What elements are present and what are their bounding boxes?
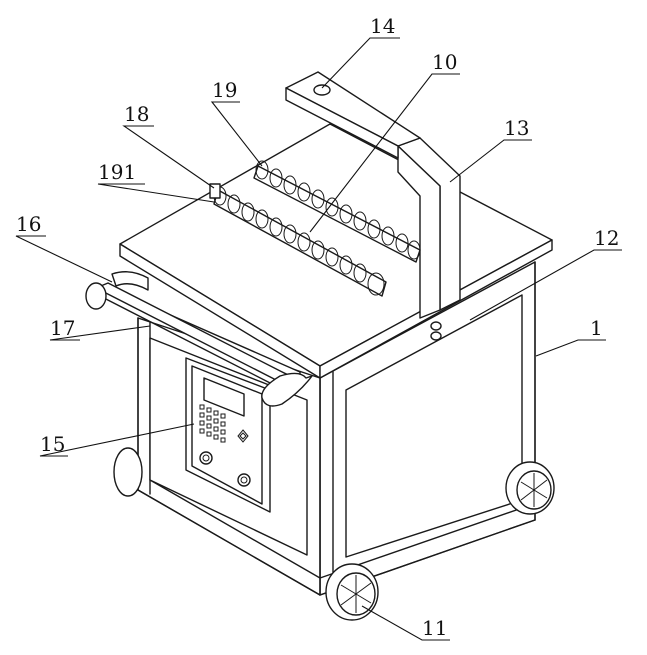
svg-text:19: 19 xyxy=(212,78,237,102)
label-11: 11 xyxy=(422,616,447,640)
label-14: 14 xyxy=(370,14,395,38)
handle-bar xyxy=(85,271,313,407)
knob-right xyxy=(237,473,251,487)
leader-lines xyxy=(15,37,622,641)
hinge xyxy=(430,321,442,341)
label-19: 19 xyxy=(212,78,237,102)
label-1: 1 xyxy=(590,316,603,340)
display-screen xyxy=(203,377,245,417)
direction-pad xyxy=(237,429,249,443)
roller-bearing xyxy=(209,183,221,199)
svg-text:15: 15 xyxy=(40,432,65,456)
label-13: 13 xyxy=(504,116,529,140)
svg-text:12: 12 xyxy=(594,226,619,250)
svg-text:10: 10 xyxy=(432,50,457,74)
svg-text:191: 191 xyxy=(98,160,136,184)
label-10: 10 xyxy=(432,50,457,74)
roller-back xyxy=(253,160,421,263)
arm-hole xyxy=(313,84,331,96)
label-12: 12 xyxy=(594,226,619,250)
svg-text:17: 17 xyxy=(50,316,75,340)
svg-text:18: 18 xyxy=(124,102,149,126)
roller-front xyxy=(213,186,387,297)
svg-text:14: 14 xyxy=(370,14,395,38)
wheel-right xyxy=(505,461,555,515)
keypad xyxy=(199,404,226,443)
label-191: 191 xyxy=(98,160,136,184)
label-17: 17 xyxy=(50,316,75,340)
frame-column xyxy=(285,71,461,319)
svg-text:11: 11 xyxy=(422,616,447,640)
knob-left xyxy=(199,451,213,465)
wheel-back-left xyxy=(113,447,143,497)
wheel-front xyxy=(325,563,379,621)
label-15: 15 xyxy=(40,432,65,456)
svg-text:1: 1 xyxy=(590,316,603,340)
label-18: 18 xyxy=(124,102,149,126)
label-16: 16 xyxy=(16,212,41,236)
control-box xyxy=(185,357,271,513)
svg-text:13: 13 xyxy=(504,116,529,140)
svg-text:16: 16 xyxy=(16,212,41,236)
